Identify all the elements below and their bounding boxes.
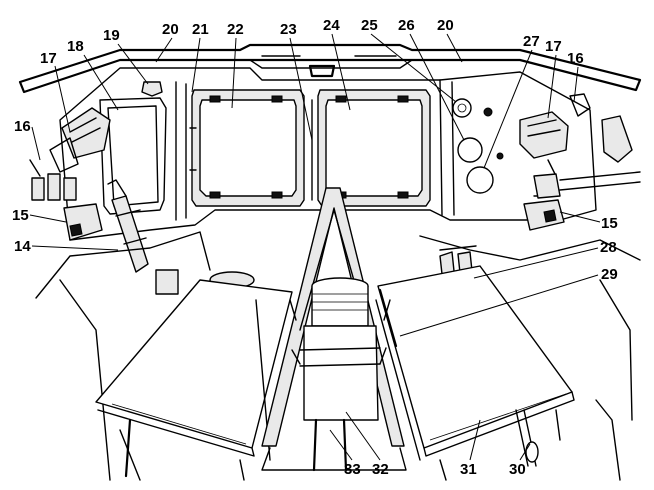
callout-17-right: 17 (545, 38, 562, 55)
instrument-cluster (452, 98, 504, 194)
left-dome-light (141, 81, 163, 97)
hull-walls (35, 231, 641, 481)
callout-20-right: 20 (437, 17, 454, 34)
callout-18: 18 (67, 38, 84, 55)
right-folding-seat (375, 265, 575, 481)
roof-plate (18, 43, 642, 94)
callout-27: 27 (523, 33, 540, 50)
callout-19: 19 (103, 27, 120, 44)
leader-lines (29, 33, 601, 461)
callout-17-left: 17 (40, 50, 57, 67)
callout-16-left: 16 (14, 118, 31, 135)
left-bracket (63, 203, 103, 241)
center-canister (291, 277, 387, 472)
left-periscope-box (49, 107, 111, 173)
callout-29: 29 (601, 266, 618, 283)
callout-14: 14 (14, 238, 31, 255)
left-hatch-window (189, 89, 305, 207)
callout-20-left: 20 (162, 21, 179, 38)
right-bracket (523, 199, 565, 231)
callout-31: 31 (460, 461, 477, 478)
callout-16-right: 16 (567, 50, 584, 67)
callout-28: 28 (600, 239, 617, 256)
callout-33: 33 (344, 461, 361, 478)
right-hatch-window (311, 89, 431, 207)
left-gauges (29, 159, 77, 201)
callout-21: 21 (192, 21, 209, 38)
right-pipe (533, 171, 641, 199)
left-folding-seat (95, 279, 293, 481)
callout-24: 24 (323, 17, 340, 34)
callout-labels: 16 17 18 19 20 21 22 23 24 25 26 20 27 1… (12, 17, 618, 478)
roof-handle (308, 64, 336, 78)
callout-23: 23 (280, 21, 297, 38)
right-strap (515, 409, 539, 467)
callout-15-left: 15 (12, 207, 29, 224)
left-extinguisher (107, 179, 149, 273)
callout-30: 30 (509, 461, 526, 478)
left-vision-slot (99, 97, 167, 215)
front-wall (59, 67, 597, 241)
callout-25: 25 (361, 17, 378, 34)
callout-15-right: 15 (601, 215, 618, 232)
center-posts (289, 288, 398, 348)
callout-32: 32 (372, 461, 389, 478)
callout-22: 22 (227, 21, 244, 38)
callout-26: 26 (398, 17, 415, 34)
